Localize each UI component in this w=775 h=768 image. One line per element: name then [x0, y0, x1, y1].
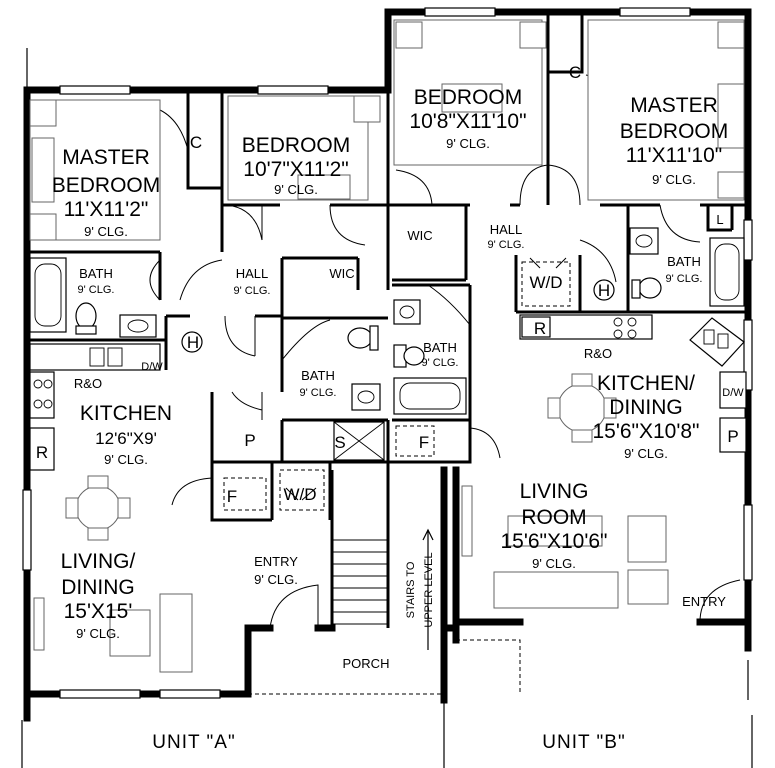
unit-a-bedroom-clg: 9' CLG. [274, 182, 318, 197]
unit-a-hall-label: HALL [236, 266, 269, 281]
door-swings [149, 74, 741, 629]
unit-b-range-label: R&O [584, 346, 612, 361]
unit-b-wic-label: WIC [407, 228, 432, 243]
unit-a-living-label: LIVING/ [61, 550, 136, 573]
unit-b-hall-label: HALL [490, 222, 523, 237]
unit-a-master-bedroom-size: 11'X11'2" [64, 198, 149, 221]
furniture [29, 19, 745, 673]
unit-b-linen-label: L [716, 212, 723, 227]
windows [22, 7, 753, 699]
unit-a-shower-label: S [334, 433, 345, 452]
unit-b-master-bedroom-size: 11'X11'10" [626, 144, 722, 167]
unit-b-kitchen-size: 15'6"X10'8" [592, 420, 699, 443]
stairs-label-2: UPPER LEVEL [423, 552, 435, 627]
unit-b-fridge-label: R [534, 319, 546, 338]
unit-a-bath2-label: BATH [301, 368, 335, 383]
stairs [332, 528, 434, 650]
unit-b-pantry-label: P [727, 427, 738, 446]
unit-a-range-label: R&O [74, 376, 102, 391]
unit-a-master-bedroom-clg: 9' CLG. [84, 224, 128, 239]
unit-b-heater-label: H [598, 281, 610, 300]
unit-a-entry-clg: 9' CLG. [254, 572, 298, 587]
unit-a-washer-dryer-label: W/D [283, 485, 316, 504]
unit-b-bedroom-clg: 9' CLG. [446, 136, 490, 151]
unit-a-master-bedroom-label-2: BEDROOM [52, 174, 161, 197]
unit-a-closet-label: C [190, 133, 202, 152]
unit-b-washer-dryer-label: W/D [529, 273, 562, 292]
unit-b-closet-label: C [569, 63, 581, 82]
unit-a-heater-label: H [187, 333, 199, 352]
unit-b-living-clg: 9' CLG. [532, 556, 576, 571]
fixtures [29, 227, 747, 695]
unit-a-bath2-clg: 9' CLG. [300, 387, 337, 399]
unit-a-living-size: 15'X15' [64, 600, 133, 623]
unit-a-pantry-label: P [244, 431, 255, 450]
unit-b-bath1-clg: 9' CLG. [666, 273, 703, 285]
unit-b-title: UNIT "B" [542, 732, 625, 753]
unit-a-living-clg: 9' CLG. [76, 626, 120, 641]
unit-b-bedroom-size: 10'8"X11'10" [409, 110, 526, 133]
unit-b-bedroom-label: BEDROOM [414, 86, 523, 109]
unit-b-hall-clg: 9' CLG. [488, 239, 525, 251]
unit-a-bedroom-label: BEDROOM [242, 134, 351, 157]
unit-b-kitchen-clg: 9' CLG. [624, 446, 668, 461]
unit-b-bath2-label: BATH [423, 340, 457, 355]
unit-b-kitchen-label: KITCHEN/ [597, 372, 695, 395]
unit-a-bath1-label: BATH [79, 266, 113, 281]
unit-a-dishwasher-label: D/W [141, 361, 163, 373]
unit-a-entry-label: ENTRY [254, 554, 298, 569]
unit-a-wic-label: WIC [329, 266, 354, 281]
unit-a-master-bedroom-label: MASTER [62, 146, 150, 169]
unit-a-title: UNIT "A" [152, 732, 235, 753]
unit-b-bath1-label: BATH [667, 254, 701, 269]
unit-b-living-label-2: ROOM [521, 506, 586, 529]
unit-b-furnace-label: F [419, 433, 429, 452]
unit-a-kitchen-label: KITCHEN [80, 402, 172, 425]
unit-a-living-label-2: DINING [61, 576, 135, 599]
unit-b-kitchen-label-2: DINING [609, 396, 683, 419]
unit-b-master-bedroom-label-2: BEDROOM [620, 120, 729, 143]
unit-b-master-bedroom-clg: 9' CLG. [652, 172, 696, 187]
unit-a-kitchen-clg: 9' CLG. [104, 452, 148, 467]
stairs-label-1: STAIRS TO [405, 561, 417, 618]
unit-b-bath2-clg: 9' CLG. [422, 357, 459, 369]
unit-a-bath1-clg: 9' CLG. [78, 284, 115, 296]
porch-label: PORCH [343, 656, 390, 671]
interior-walls [27, 12, 748, 628]
unit-a-hall-clg: 9' CLG. [234, 285, 271, 297]
unit-a-furnace-label: F [227, 487, 237, 506]
unit-a-bedroom-size: 10'7"X11'2" [243, 158, 348, 181]
unit-a-fridge-label: R [36, 443, 48, 462]
unit-b-master-bedroom-label: MASTER [630, 94, 718, 117]
unit-a-kitchen-size: 12'6"X9' [95, 429, 157, 448]
unit-b-living-label: LIVING [520, 480, 589, 503]
unit-b-living-size: 15'6"X10'6" [500, 530, 607, 553]
unit-b-entry-label: ENTRY [682, 594, 726, 609]
unit-divider-lines [21, 48, 753, 768]
unit-b-dishwasher-label: D/W [722, 387, 744, 399]
